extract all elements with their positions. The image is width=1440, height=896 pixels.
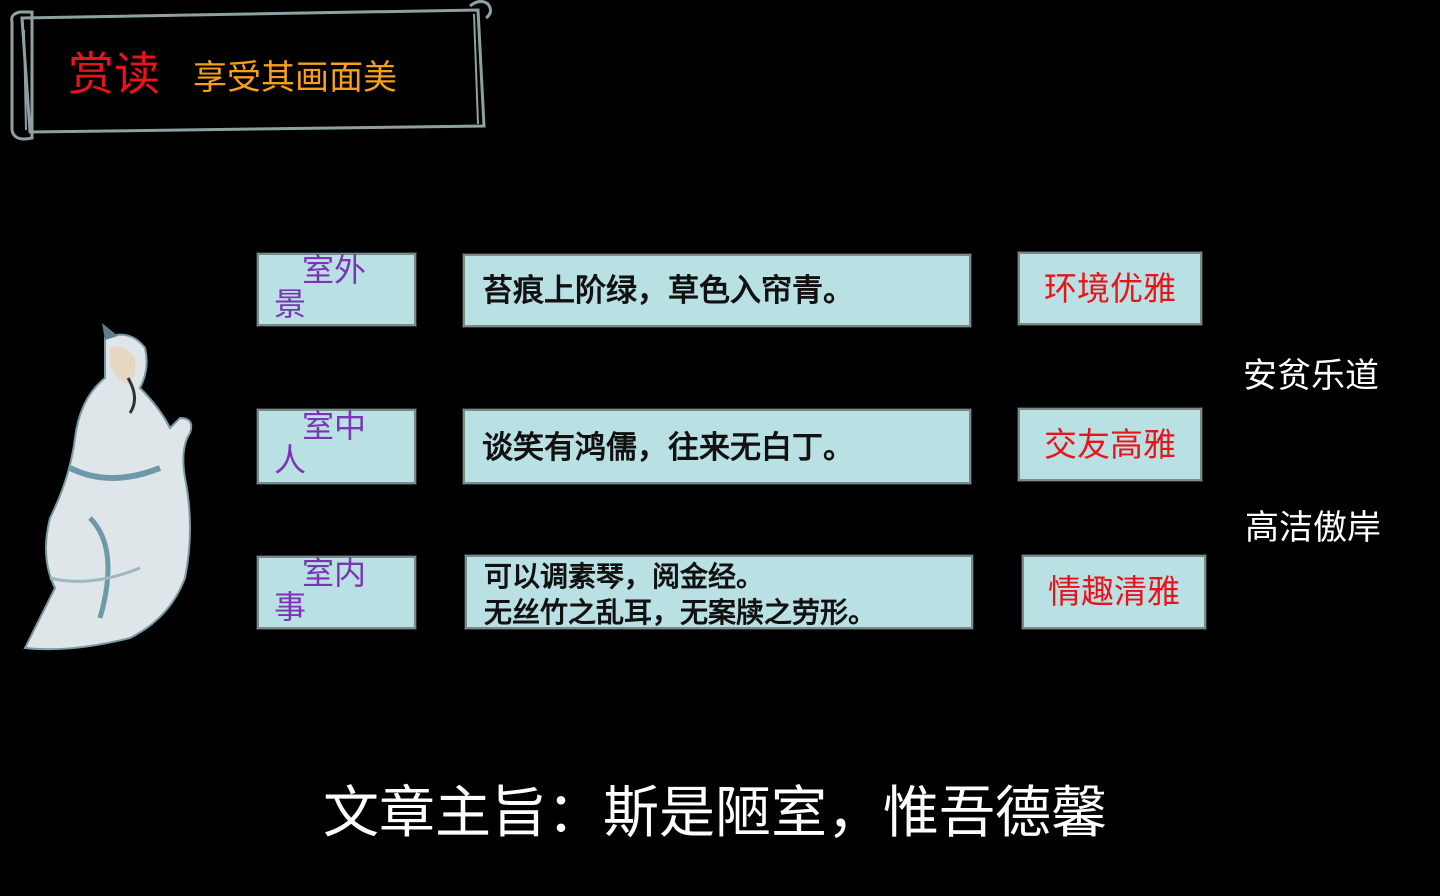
mood-box-people: 交友高雅: [1018, 408, 1202, 481]
theme-statement: 文章主旨：斯是陋室，惟吾德馨: [323, 781, 1107, 846]
quote-line: 可以调素琴，阅金经。: [484, 560, 765, 593]
mood-label: 情趣清雅: [1048, 572, 1180, 611]
quote-box-outdoor: 苔痕上阶绿，草色入帘青。: [463, 254, 971, 327]
category-label: 景: [274, 285, 307, 323]
quote-line: 无丝竹之乱耳，无案牍之劳形。: [484, 596, 877, 629]
mood-box-outdoor: 环境优雅: [1018, 252, 1202, 325]
quote-box-people: 谈笑有鸿儒，往来无白丁。: [463, 409, 971, 484]
mood-box-indoor: 情趣清雅: [1022, 555, 1206, 629]
category-box-people: 室中 人: [257, 407, 416, 484]
conclusion-1: 安贫乐道: [1243, 356, 1379, 396]
quote-box-indoor: 可以调素琴，阅金经。 无丝竹之乱耳，无案牍之劳形。: [465, 555, 973, 629]
category-label: 室内: [302, 554, 367, 592]
category-label: 人: [274, 441, 307, 479]
section-title: 赏读: [68, 47, 160, 101]
category-label: 事: [274, 588, 307, 626]
scholar-figure-image: [23, 323, 193, 651]
conclusion-2: 高洁傲岸: [1245, 508, 1381, 548]
mood-label: 环境优雅: [1044, 269, 1176, 308]
quote-line: 谈笑有鸿儒，往来无白丁。: [482, 430, 854, 466]
section-subtitle: 享受其画面美: [193, 58, 397, 98]
category-label: 室中: [302, 407, 367, 445]
category-label: 室外: [302, 251, 367, 289]
quote-line: 苔痕上阶绿，草色入帘青。: [482, 273, 854, 309]
scroll-banner: [10, 0, 493, 141]
category-box-outdoor: 室外 景: [257, 251, 416, 326]
mood-label: 交友高雅: [1044, 425, 1176, 464]
category-box-indoor: 室内 事: [257, 554, 416, 629]
